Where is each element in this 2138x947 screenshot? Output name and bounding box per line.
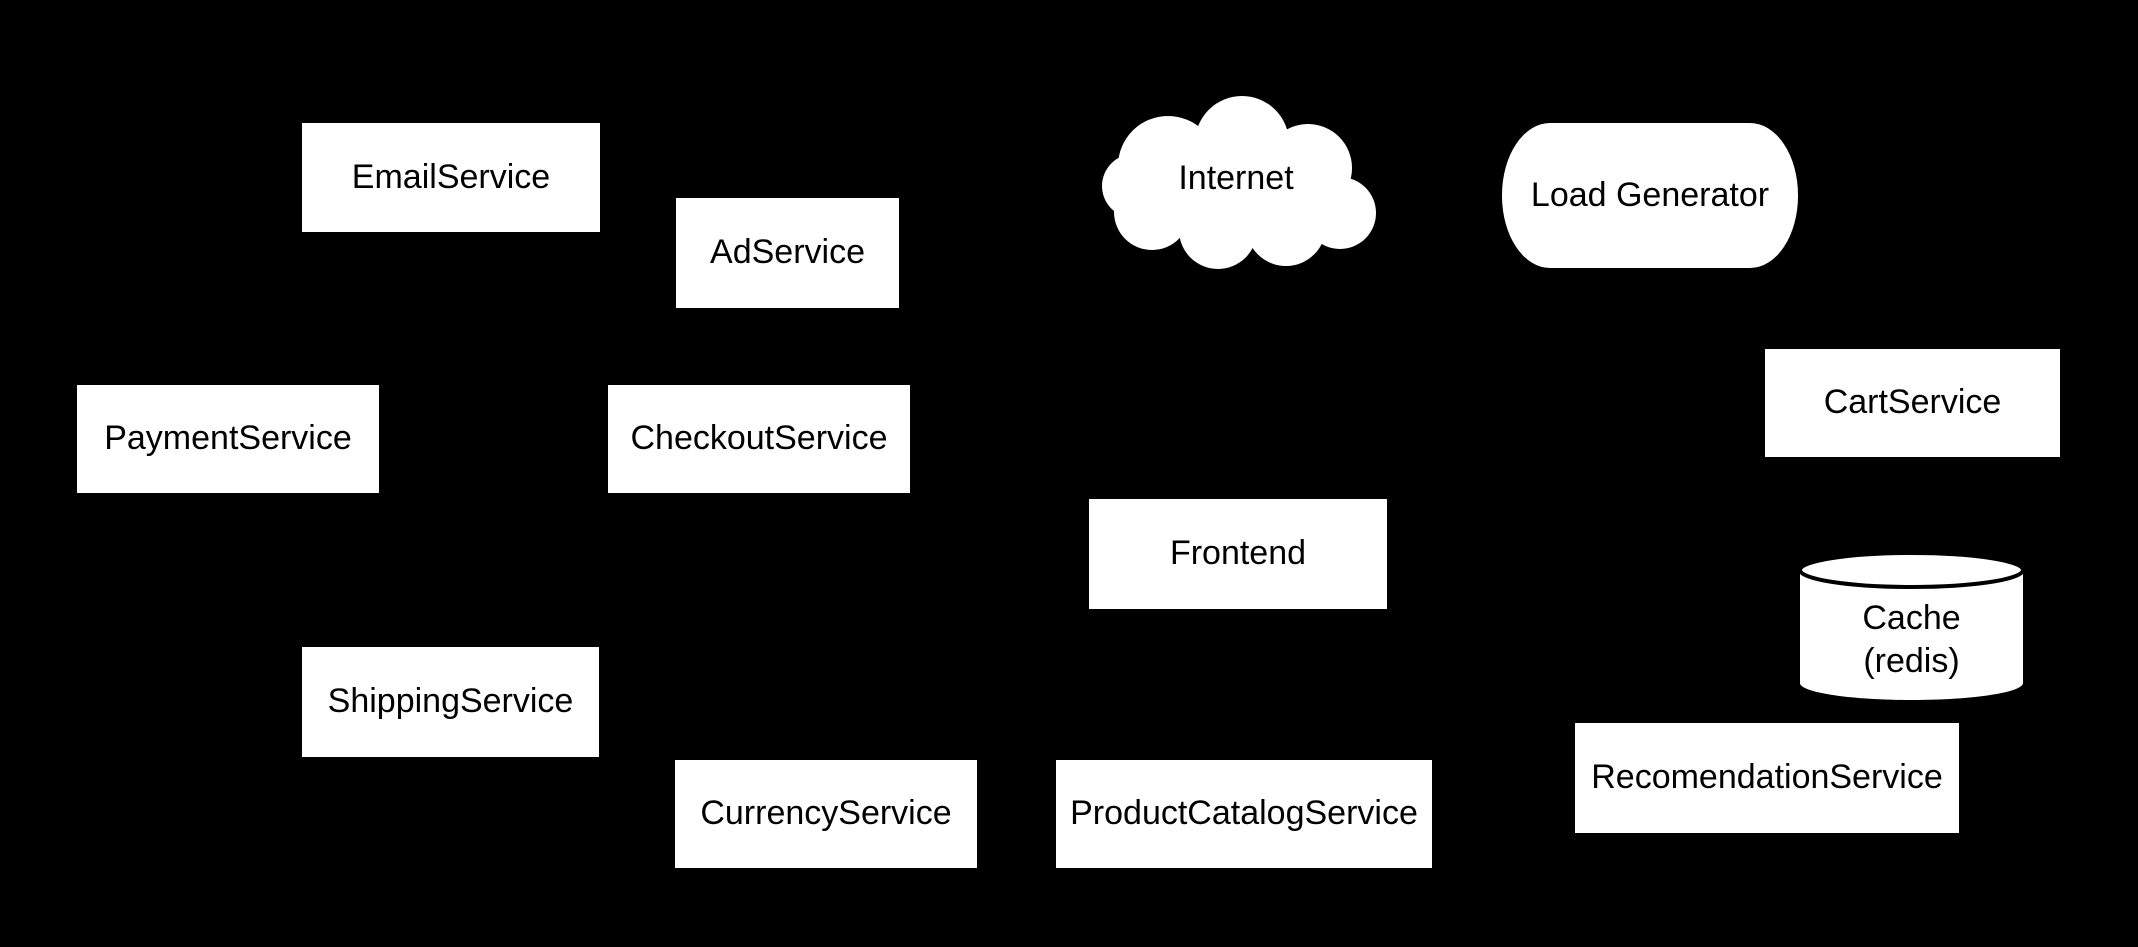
node-label: Cache (redis) [1862,571,1960,681]
node-product-catalog-service: ProductCatalogService [1056,760,1432,868]
node-label: Internet [1178,159,1294,198]
node-label: EmailService [351,157,551,196]
cloud-icon [1102,96,1376,269]
node-label: RecomendationService [1591,758,1943,797]
node-label: CurrencyService [700,794,952,833]
node-payment-service: PaymentService [77,385,379,493]
node-shipping-service: ShippingService [302,647,599,757]
node-label: PaymentService [104,419,352,458]
node-checkout-service: CheckoutService [608,385,910,493]
node-label: Frontend [1169,534,1307,573]
node-load-generator: Load Generator [1502,123,1798,268]
node-frontend: Frontend [1089,499,1387,609]
node-label: AdService [710,233,865,272]
cache-label-line2: (redis) [1863,641,1960,680]
node-currency-service: CurrencyService [675,760,977,868]
node-cache-redis: Cache (redis) [1800,553,2023,700]
node-label: Load Generator [1530,175,1770,214]
node-label: ShippingService [327,682,574,721]
node-recomendation-service: RecomendationService [1575,723,1959,833]
node-internet: Internet [1090,88,1382,270]
node-email-service: EmailService [302,123,600,232]
database-cylinder-icon [1800,553,2023,700]
node-label: CheckoutService [630,419,888,458]
node-label: ProductCatalogService [1070,794,1418,833]
node-cart-service: CartService [1765,349,2060,457]
node-ad-service: AdService [676,198,899,308]
node-label: CartService [1823,383,2002,422]
cache-label-line1: Cache [1862,599,1961,638]
